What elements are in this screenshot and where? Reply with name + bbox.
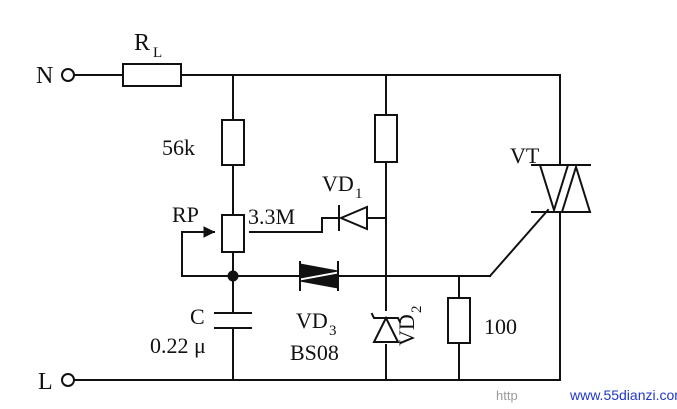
watermark-site: www.55dianzi.com: [569, 387, 677, 403]
diode-vd1: [338, 205, 368, 231]
label-56k: 56k: [162, 135, 195, 160]
triac-vt: [531, 163, 592, 214]
label-rl-sub: L: [153, 45, 162, 61]
junction-dots: [227, 270, 239, 282]
label-rl: R: [134, 30, 150, 56]
label-rp: RP: [172, 202, 199, 227]
resistor-56k: [221, 119, 245, 166]
labels: N L R L 56k RP 3.3M VD 1 VD 3 BS08 VD 2 …: [36, 30, 540, 395]
resistor-rl: [122, 63, 182, 87]
resistor-100: [447, 297, 471, 344]
label-vd1: VD: [322, 171, 354, 196]
label-vd3-part: BS08: [290, 340, 339, 365]
zener-diode-vd2: [370, 312, 402, 343]
label-c: C: [190, 304, 205, 329]
label-vt: VT: [510, 143, 540, 168]
label-vd1-sub: 1: [355, 186, 363, 202]
label-100: 100: [484, 314, 517, 339]
watermark-prefix: http: [496, 388, 518, 403]
diac-vd3: [299, 261, 339, 291]
label-n: N: [36, 63, 53, 89]
potentiometer-rp: [221, 214, 245, 253]
label-vd2: VD: [394, 314, 419, 346]
rp-wiper-arrow: [203, 226, 216, 238]
resistor-middle: [374, 114, 398, 163]
label-c-value: 0.22 μ: [150, 333, 206, 358]
label-rp-value: 3.3M: [248, 204, 295, 229]
wiring: [74, 74, 561, 381]
terminal-l: [61, 373, 75, 387]
label-vd3: VD: [296, 308, 328, 333]
capacitor-c: [214, 312, 252, 329]
label-l: L: [38, 369, 53, 395]
terminal-n: [61, 68, 75, 82]
label-vd2-sub: 2: [409, 306, 425, 314]
label-vd3-sub: 3: [329, 323, 337, 339]
